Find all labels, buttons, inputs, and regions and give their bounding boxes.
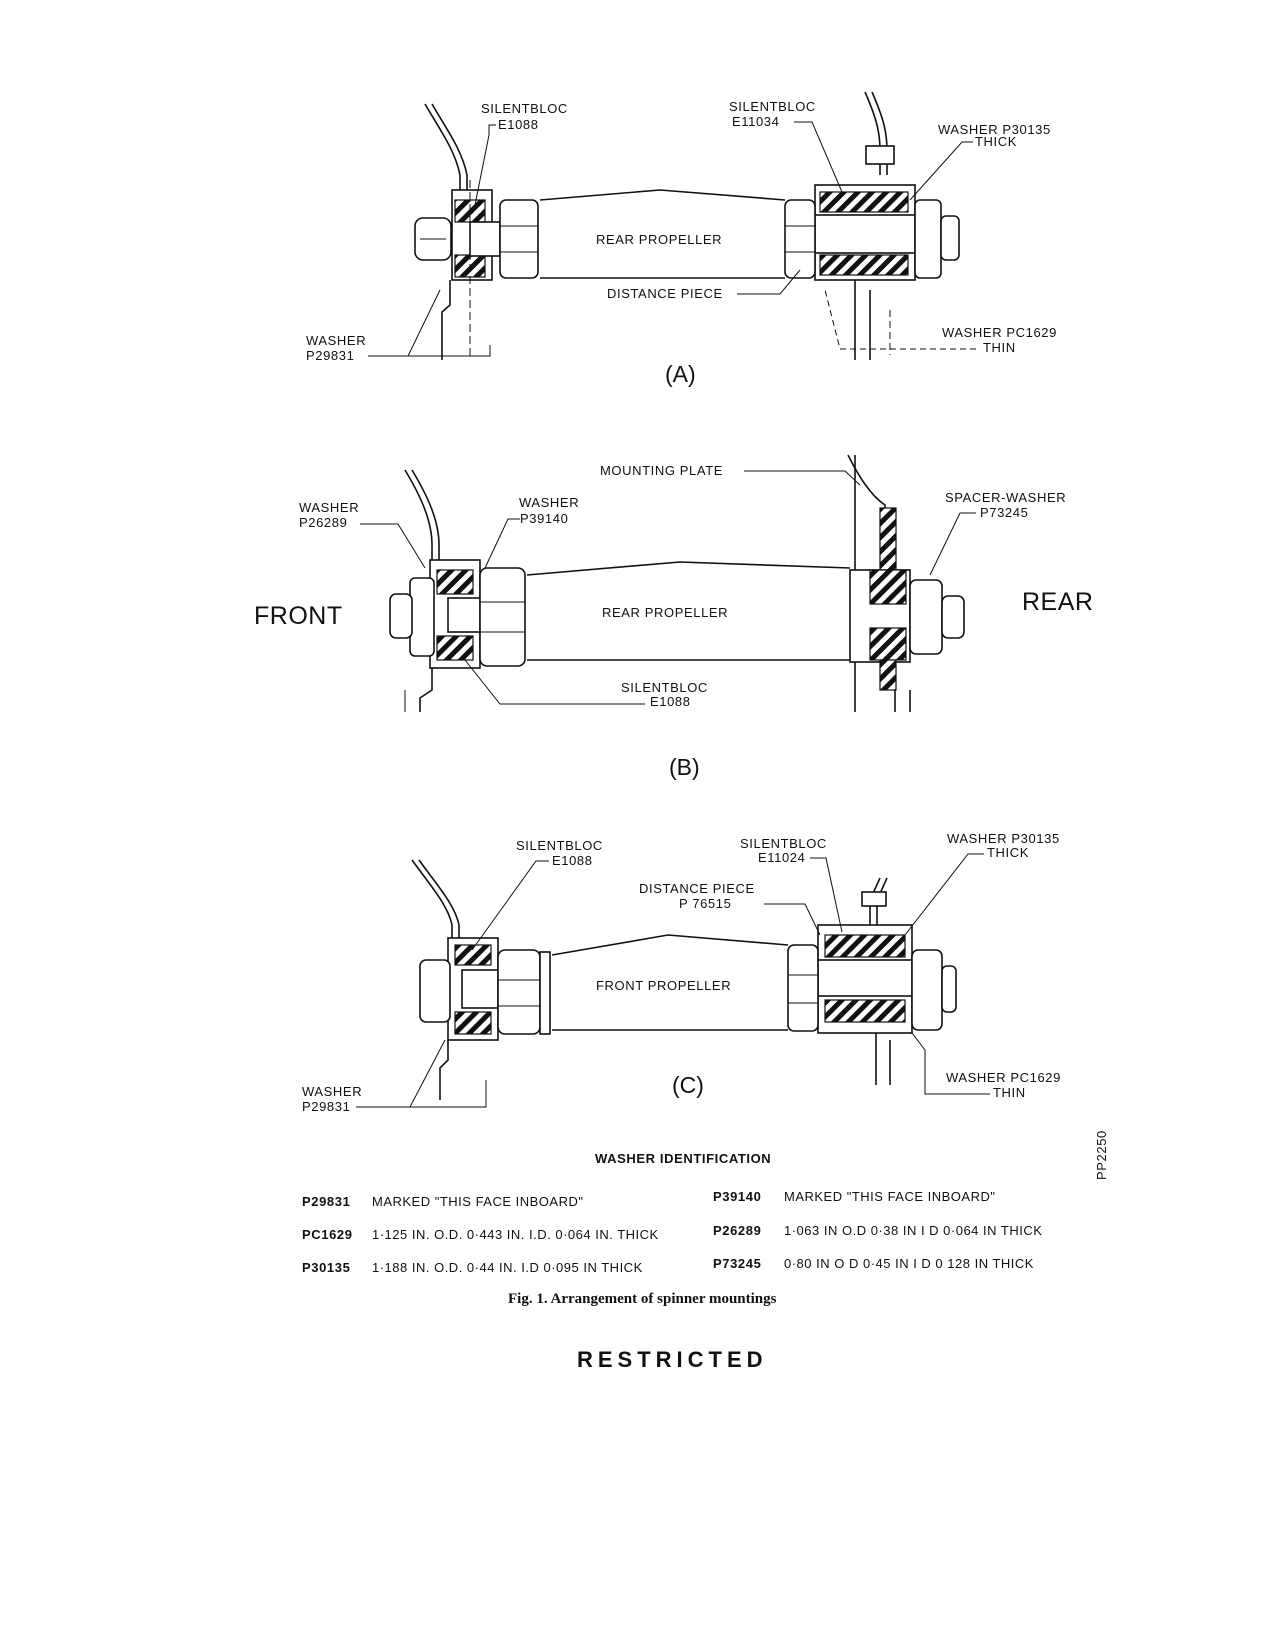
label-washer: WASHER PC1629	[942, 325, 1057, 340]
table-part: P29831	[302, 1194, 350, 1209]
label-thickness: THIN	[993, 1085, 1026, 1100]
panel-b-shaft-top	[526, 561, 851, 576]
table-part: P26289	[713, 1223, 761, 1238]
label-part-number: P39140	[520, 511, 568, 526]
shaft-label: FRONT PROPELLER	[596, 978, 731, 993]
label-part-number: E1088	[498, 117, 539, 132]
table-part: P39140	[713, 1189, 761, 1204]
panel-a-left-mount	[414, 103, 539, 360]
leader-line	[764, 903, 821, 936]
label-spacer-washer: SPACER-WASHER	[945, 490, 1066, 505]
panel-a-labels: SILENTBLOC E1088 SILENTBLOC E11034 WASHE…	[306, 99, 1057, 387]
washer-identification-table: WASHER IDENTIFICATION P29831 MARKED "THI…	[302, 1151, 1042, 1275]
leader-line	[409, 1039, 446, 1108]
label-washer: WASHER P30135	[938, 122, 1051, 137]
label-thickness: THIN	[983, 340, 1016, 355]
front-label: FRONT	[254, 602, 343, 630]
label-washer: WASHER	[299, 500, 359, 515]
label-part-number: P 76515	[679, 896, 731, 911]
label-silentbloc: SILENTBLOC	[729, 99, 816, 114]
panel-b-left-mount	[389, 469, 526, 712]
shaft-label: REAR PROPELLER	[596, 232, 722, 247]
leader-line	[407, 289, 441, 357]
label-part-number: E1088	[650, 694, 691, 709]
panel-id: (B)	[669, 754, 700, 780]
restricted-marking: RESTRICTED	[577, 1347, 768, 1372]
leader-line	[909, 141, 973, 201]
panel-a	[414, 91, 960, 360]
leader-line	[471, 860, 549, 951]
drawing-reference: PP2250	[1094, 1130, 1109, 1180]
panel-id: (A)	[665, 361, 696, 387]
leader-line	[737, 269, 801, 295]
leader-line	[794, 121, 843, 193]
shaft-label: REAR PROPELLER	[602, 605, 728, 620]
leader-line	[824, 289, 976, 350]
figure-caption: Fig. 1. Arrangement of spinner mountings	[508, 1291, 777, 1307]
leader-line	[911, 1032, 990, 1095]
label-washer: WASHER PC1629	[946, 1070, 1061, 1085]
label-part-number: E11024	[758, 850, 805, 865]
label-part-number: P73245	[980, 505, 1028, 520]
leader-line	[360, 523, 426, 569]
label-silentbloc: SILENTBLOC	[516, 838, 603, 853]
label-part-number: P29831	[302, 1099, 350, 1114]
panel-c-right-mount	[787, 877, 957, 1085]
label-washer: WASHER	[306, 333, 366, 348]
panel-c	[411, 859, 957, 1100]
panel-c-left-mount	[411, 859, 551, 1100]
label-part-number: E1088	[552, 853, 593, 868]
label-silentbloc: SILENTBLOC	[621, 680, 708, 695]
table-desc: 0·80 IN O D 0·45 IN I D 0 128 IN THICK	[784, 1256, 1034, 1271]
leader-line	[368, 345, 491, 357]
leader-line	[464, 659, 645, 705]
table-desc: 1·125 IN. O.D. 0·443 IN. I.D. 0·064 IN. …	[372, 1227, 659, 1242]
panel-c-labels: SILENTBLOC E1088 SILENTBLOC E11024 WASHE…	[302, 831, 1061, 1114]
table-desc: 1·188 IN. O.D. 0·44 IN. I.D 0·095 IN THI…	[372, 1260, 643, 1275]
label-part-number: E11034	[732, 114, 779, 129]
panel-b	[389, 454, 965, 712]
panel-a-shaft-top	[539, 189, 786, 201]
label-washer: WASHER	[519, 495, 579, 510]
label-thickness: THICK	[987, 845, 1029, 860]
table-part: PC1629	[302, 1227, 353, 1242]
leader-line	[810, 857, 843, 933]
rear-label: REAR	[1022, 588, 1093, 616]
label-distance-piece: DISTANCE PIECE	[607, 286, 723, 301]
table-desc: MARKED "THIS FACE INBOARD"	[784, 1189, 995, 1204]
label-silentbloc: SILENTBLOC	[740, 836, 827, 851]
label-silentbloc: SILENTBLOC	[481, 101, 568, 116]
table-part: P73245	[713, 1256, 761, 1271]
leader-line	[474, 124, 496, 206]
table-desc: 1·063 IN O.D 0·38 IN I D 0·064 IN THICK	[784, 1223, 1042, 1238]
leader-line	[904, 853, 984, 936]
label-thickness: THICK	[975, 134, 1017, 149]
table-part: P30135	[302, 1260, 350, 1275]
label-part-number: P29831	[306, 348, 354, 363]
label-part-number: P26289	[299, 515, 347, 530]
label-distance-piece: DISTANCE PIECE	[639, 881, 755, 896]
panel-b-right-mount	[847, 454, 965, 712]
panel-id: (C)	[672, 1072, 704, 1098]
panel-c-shaft-top	[551, 934, 789, 956]
table-desc: MARKED "THIS FACE INBOARD"	[372, 1194, 583, 1209]
leader-line	[356, 1080, 487, 1108]
label-washer: WASHER P30135	[947, 831, 1060, 846]
panel-b-labels: MOUNTING PLATE WASHER P26289 WASHER P391…	[254, 463, 1093, 780]
leader-line	[929, 512, 976, 576]
label-washer: WASHER	[302, 1084, 362, 1099]
table-title: WASHER IDENTIFICATION	[595, 1151, 771, 1166]
panel-a-right-mount	[784, 91, 960, 360]
leader-line	[744, 470, 861, 486]
leader-line	[484, 518, 520, 569]
label-mounting-plate: MOUNTING PLATE	[600, 463, 723, 478]
